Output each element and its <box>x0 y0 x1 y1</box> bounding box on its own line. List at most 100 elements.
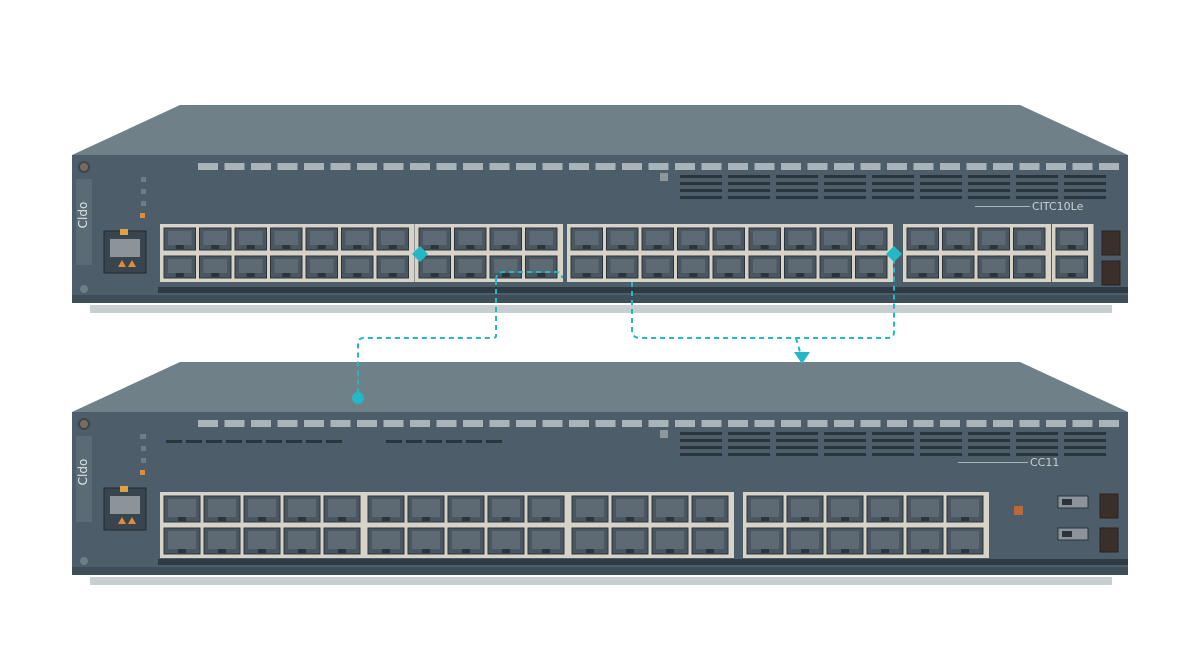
ethernet-port[interactable] <box>641 227 674 251</box>
ethernet-port[interactable] <box>367 527 405 555</box>
ethernet-port[interactable] <box>447 495 485 523</box>
ethernet-port[interactable] <box>199 255 232 279</box>
ethernet-port[interactable] <box>454 255 487 279</box>
ethernet-port[interactable] <box>906 227 939 251</box>
ethernet-port[interactable] <box>163 227 196 251</box>
ethernet-port[interactable] <box>270 227 303 251</box>
ethernet-port[interactable] <box>855 255 888 279</box>
ethernet-port[interactable] <box>527 527 565 555</box>
ethernet-port[interactable] <box>418 255 451 279</box>
ethernet-port[interactable] <box>407 527 445 555</box>
sfp-slot[interactable] <box>1099 527 1119 553</box>
ethernet-port[interactable] <box>243 527 281 555</box>
ethernet-port[interactable] <box>942 255 975 279</box>
ethernet-port[interactable] <box>826 527 864 555</box>
sfp-slot[interactable] <box>1101 260 1121 286</box>
ethernet-port[interactable] <box>527 495 565 523</box>
ethernet-port[interactable] <box>748 255 781 279</box>
ethernet-port[interactable] <box>234 255 267 279</box>
vent-slot <box>277 420 298 427</box>
ethernet-port[interactable] <box>571 495 609 523</box>
ethernet-port[interactable] <box>305 227 338 251</box>
ethernet-port[interactable] <box>641 255 674 279</box>
ethernet-port[interactable] <box>270 255 303 279</box>
ethernet-port[interactable] <box>487 527 525 555</box>
ethernet-port[interactable] <box>376 227 409 251</box>
ethernet-port[interactable] <box>203 495 241 523</box>
ethernet-port[interactable] <box>746 495 784 523</box>
ethernet-port[interactable] <box>163 527 201 555</box>
sfp-slot[interactable] <box>1099 493 1119 519</box>
ethernet-port[interactable] <box>651 495 689 523</box>
ethernet-port[interactable] <box>606 255 639 279</box>
ethernet-port[interactable] <box>489 227 522 251</box>
ethernet-port[interactable] <box>866 527 904 555</box>
ethernet-port[interactable] <box>784 227 817 251</box>
ethernet-port[interactable] <box>786 527 824 555</box>
ethernet-port[interactable] <box>323 527 361 555</box>
ethernet-port[interactable] <box>341 227 374 251</box>
ethernet-port[interactable] <box>819 227 852 251</box>
ethernet-port[interactable] <box>691 495 729 523</box>
ethernet-port[interactable] <box>243 495 281 523</box>
ethernet-port[interactable] <box>677 255 710 279</box>
ethernet-port[interactable] <box>866 495 904 523</box>
ethernet-port[interactable] <box>606 227 639 251</box>
cable-endpoint <box>886 246 902 262</box>
ethernet-port[interactable] <box>977 227 1010 251</box>
ethernet-port[interactable] <box>712 255 745 279</box>
ethernet-port[interactable] <box>367 495 405 523</box>
ethernet-port[interactable] <box>786 495 824 523</box>
ethernet-port[interactable] <box>1013 227 1046 251</box>
ethernet-port[interactable] <box>1013 255 1046 279</box>
ethernet-port[interactable] <box>447 527 485 555</box>
ethernet-port[interactable] <box>855 227 888 251</box>
ethernet-port[interactable] <box>651 527 689 555</box>
ethernet-port[interactable] <box>487 495 525 523</box>
ethernet-port[interactable] <box>977 255 1010 279</box>
dash-mark <box>206 440 222 443</box>
ethernet-port[interactable] <box>746 527 784 555</box>
ethernet-port[interactable] <box>163 255 196 279</box>
ethernet-port[interactable] <box>611 527 649 555</box>
ethernet-port[interactable] <box>1055 227 1088 251</box>
ethernet-port[interactable] <box>946 495 984 523</box>
ethernet-port[interactable] <box>323 495 361 523</box>
ethernet-port[interactable] <box>691 527 729 555</box>
port-latch <box>317 245 326 249</box>
ethernet-port[interactable] <box>376 255 409 279</box>
ethernet-port[interactable] <box>283 527 321 555</box>
ethernet-port[interactable] <box>611 495 649 523</box>
ethernet-port[interactable] <box>784 255 817 279</box>
ethernet-port[interactable] <box>407 495 445 523</box>
ethernet-port[interactable] <box>677 227 710 251</box>
sfp-slot[interactable] <box>1101 230 1121 256</box>
ethernet-port[interactable] <box>571 527 609 555</box>
ethernet-port[interactable] <box>946 527 984 555</box>
ethernet-port[interactable] <box>819 255 852 279</box>
ethernet-port[interactable] <box>942 227 975 251</box>
ethernet-port[interactable] <box>199 227 232 251</box>
ethernet-port[interactable] <box>748 227 781 251</box>
ethernet-port[interactable] <box>163 495 201 523</box>
ethernet-port[interactable] <box>489 255 522 279</box>
ethernet-port[interactable] <box>712 227 745 251</box>
ethernet-port[interactable] <box>525 255 558 279</box>
dash-mark <box>246 440 262 443</box>
ethernet-port[interactable] <box>418 227 451 251</box>
ethernet-port[interactable] <box>1055 255 1088 279</box>
ethernet-port[interactable] <box>570 227 603 251</box>
ethernet-port[interactable] <box>283 495 321 523</box>
ethernet-port[interactable] <box>341 255 374 279</box>
ethernet-port[interactable] <box>826 495 864 523</box>
ethernet-port[interactable] <box>570 255 603 279</box>
ethernet-port[interactable] <box>203 527 241 555</box>
ethernet-port[interactable] <box>525 227 558 251</box>
ethernet-port[interactable] <box>906 255 939 279</box>
ethernet-port[interactable] <box>906 527 944 555</box>
ethernet-port[interactable] <box>305 255 338 279</box>
ethernet-port[interactable] <box>906 495 944 523</box>
ethernet-port[interactable] <box>454 227 487 251</box>
ethernet-port[interactable] <box>234 227 267 251</box>
